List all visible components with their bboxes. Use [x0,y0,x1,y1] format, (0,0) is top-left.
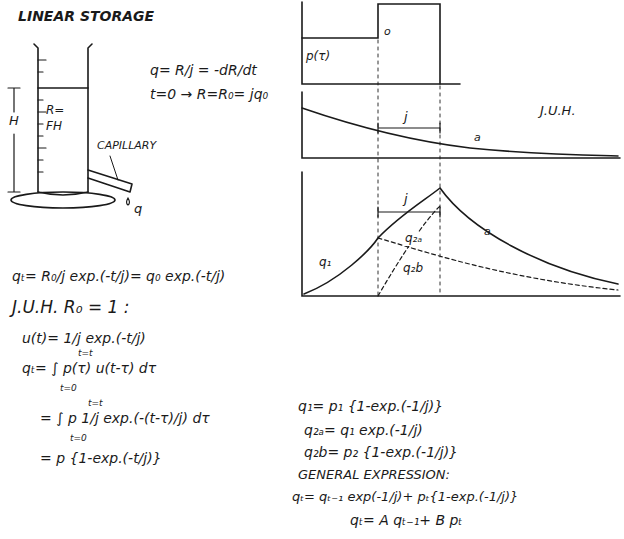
integral-limit: t=t [78,348,93,358]
dimension-label: j [404,110,408,125]
curve-label: a [474,132,481,145]
equation: u(t)= 1/j exp.(-t/j) [22,330,146,346]
axis-label: p(τ) [306,50,330,64]
point-label: o [384,26,391,39]
equation: q= R/j = -dR/dt [150,62,257,78]
equation: qₜ= R₀/j exp.(-t/j)= q₀ exp.(-t/j) [12,268,225,284]
part-label: CAPILLARY [96,140,157,153]
equation: q₂ₐ= q₁ exp.(-1/j) [304,422,423,438]
ordinate-label: q₁ [318,256,332,270]
graph-label: J.U.H. [540,104,576,119]
heading: GENERAL EXPRESSION: [298,468,450,483]
curve-label: a [484,226,491,239]
equation: q₂b= p₂ {1-exp.(-1/j)} [304,444,458,460]
flow-label: q [134,202,142,217]
equation: = p {1-exp.(-t/j)} [40,450,162,466]
integral-limit: t=0 [70,433,87,443]
equation: t=0 → R=R₀= jq₀ [150,86,268,102]
unit-hydrograph [302,92,620,158]
diagram-title: LINEAR STORAGE [18,8,154,24]
level-label: FH [46,120,62,134]
dimension-label: H [8,114,20,129]
equation: qₜ= A qₜ₋₁+ B pₜ [350,512,463,528]
dimension-label: j [404,192,408,207]
integral-limit: t=0 [60,383,77,393]
routed-hydrograph [302,172,620,296]
ordinate-label: q₂ₐ [404,232,423,246]
equation: q₁= p₁ {1-exp.(-1/j)} [298,398,443,414]
ordinate-label: q₂b [402,262,424,276]
storage-cylinder [8,44,132,208]
integral-limit: t=t [88,398,103,408]
guide-line [378,40,440,296]
heading-equation: J.U.H. R₀ = 1 : [12,298,129,318]
equation: qₜ= qₜ₋₁ exp(-1/j)+ pₜ{1-exp.(-1/j)} [292,490,518,505]
level-label: R= [46,104,64,118]
rainfall-graph [302,2,460,84]
equation: = ∫ p 1/j exp.(-(t-τ)/j) dτ [40,410,210,426]
equation: qₜ= ∫ p(τ) u(t-τ) dτ [22,360,156,376]
